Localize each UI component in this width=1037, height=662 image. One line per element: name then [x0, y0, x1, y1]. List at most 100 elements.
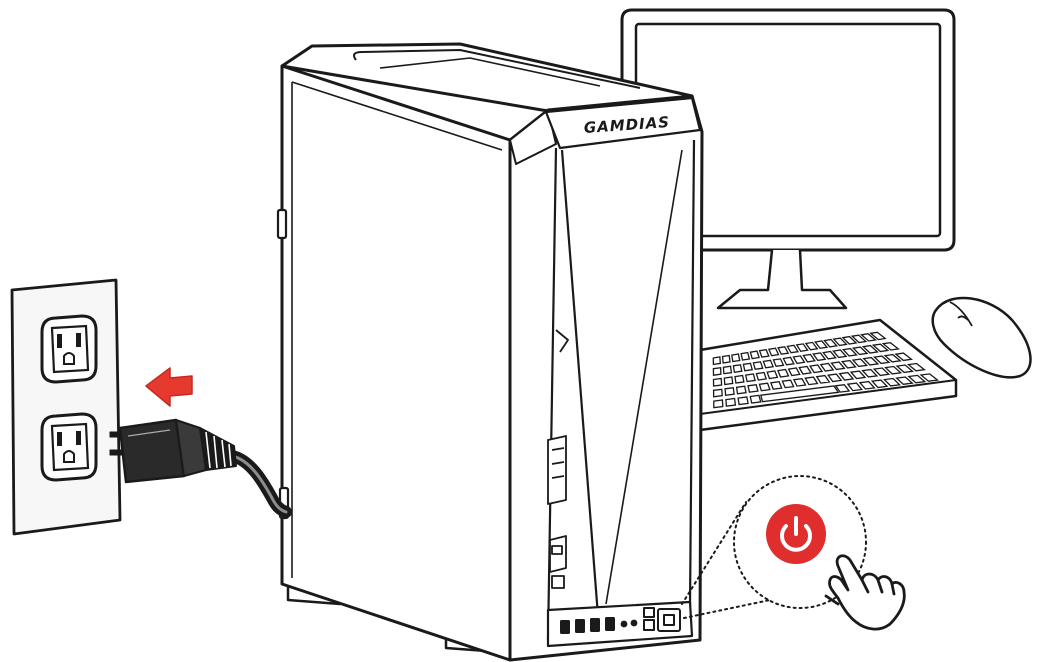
keyboard-key: [860, 333, 878, 342]
keyboard-key: [798, 365, 812, 375]
keyboard-key: [884, 365, 903, 375]
outlet-socket-bottom: [40, 412, 98, 482]
keyboard-key: [792, 378, 807, 387]
keyboard-key: [883, 377, 902, 387]
keyboard-key: [766, 370, 779, 380]
keyboard-key: [872, 367, 891, 377]
keyboard-key: [772, 358, 785, 368]
unplug-arrow-icon: [145, 367, 193, 407]
zoom-callout: [681, 475, 867, 619]
drive-bays: [547, 329, 569, 589]
keyboard-key: [858, 380, 876, 390]
keyboard-key: [841, 335, 858, 345]
front-power-button[interactable]: [643, 607, 681, 632]
keyboard-key: [850, 334, 868, 344]
keyboard-spacebar: [759, 385, 840, 403]
power-plug-icon: [109, 418, 237, 484]
keyboard-key: [749, 394, 762, 404]
keyboard-key: [786, 344, 799, 354]
keyboard-key: [735, 385, 747, 395]
keyboard-key: [742, 362, 754, 372]
keyboard-key: [819, 362, 835, 372]
keyboard-key: [861, 344, 879, 354]
keyboard-key: [895, 364, 915, 374]
tower-side-panel: [280, 64, 512, 662]
power-cord: [226, 450, 292, 518]
keyboard-key: [832, 337, 848, 347]
keyboard-key: [747, 383, 759, 393]
keyboard-key: [712, 388, 723, 398]
keyboard-key: [732, 364, 743, 374]
keyboard-key: [870, 379, 889, 389]
keyboard-key: [895, 376, 914, 385]
keyboard-key: [832, 349, 848, 359]
keyboard-key: [861, 368, 879, 378]
keyboard-key: [762, 359, 775, 369]
keyboard-key: [725, 397, 737, 407]
keyboard-key: [752, 361, 764, 371]
keyboard: [698, 318, 958, 432]
front-io-panel: [546, 600, 694, 648]
keyboard-key: [804, 376, 819, 386]
keyboard-key: [782, 356, 795, 366]
keyboard-key: [770, 380, 783, 390]
keyboard-key: [804, 341, 819, 351]
keyboard-key: [830, 361, 846, 371]
keyboard-key: [823, 338, 838, 348]
pc-tower: GAMDIAS: [276, 42, 704, 662]
keyboard-keys: [712, 331, 940, 409]
keyboard-key: [907, 374, 927, 384]
keyboard-key: [740, 351, 751, 361]
keyboard-key: [723, 376, 734, 386]
keyboard-key: [724, 386, 735, 397]
keyboard-key: [862, 356, 880, 366]
keyboard-key: [919, 373, 940, 382]
keyboard-key: [712, 377, 723, 387]
keyboard-key: [781, 379, 795, 389]
keyboard-key: [767, 347, 780, 357]
front-io-ports: [560, 617, 638, 634]
keyboard-key: [871, 343, 890, 353]
keyboard-key: [712, 366, 722, 376]
logo-plate: [544, 96, 702, 150]
mouse: [931, 296, 1032, 379]
keyboard-key: [814, 340, 829, 349]
pointing-hand-icon: [824, 554, 906, 631]
monitor: [620, 8, 956, 310]
keyboard-key: [869, 331, 887, 341]
keyboard-key: [809, 364, 824, 374]
tower-front-panel: [508, 94, 704, 662]
keyboard-key: [822, 350, 837, 360]
keyboard-key: [795, 343, 809, 353]
keyboard-key: [815, 374, 831, 384]
outlet-socket-top: [40, 314, 98, 384]
power-button-zoomed[interactable]: [766, 504, 826, 564]
keyboard-key: [776, 368, 790, 378]
keyboard-key: [881, 342, 900, 351]
keyboard-key: [734, 374, 745, 384]
keyboard-key: [851, 346, 869, 356]
keyboard-key: [841, 347, 858, 357]
keyboard-key: [872, 355, 891, 365]
keyboard-key: [744, 373, 756, 383]
keyboard-key: [894, 352, 914, 362]
keyboard-key: [758, 348, 770, 358]
keyboard-key: [787, 367, 801, 377]
keyboard-key: [749, 350, 760, 360]
keyboard-key: [906, 362, 927, 372]
keyboard-key: [802, 353, 816, 363]
keyboard-key: [712, 356, 721, 366]
keyboard-key: [851, 358, 869, 368]
keyboard-key: [883, 353, 902, 363]
keyboard-key: [777, 346, 790, 355]
keyboard-key: [792, 355, 806, 365]
keyboard-key: [812, 352, 827, 362]
keyboard-key: [840, 359, 857, 369]
power-symbol-icon: [780, 516, 812, 552]
keyboard-key: [731, 353, 741, 363]
brand-logo: GAMDIAS: [583, 113, 670, 137]
keyboard-key: [838, 371, 855, 381]
keyboard-key: [737, 396, 749, 406]
keyboard-key: [849, 370, 867, 380]
